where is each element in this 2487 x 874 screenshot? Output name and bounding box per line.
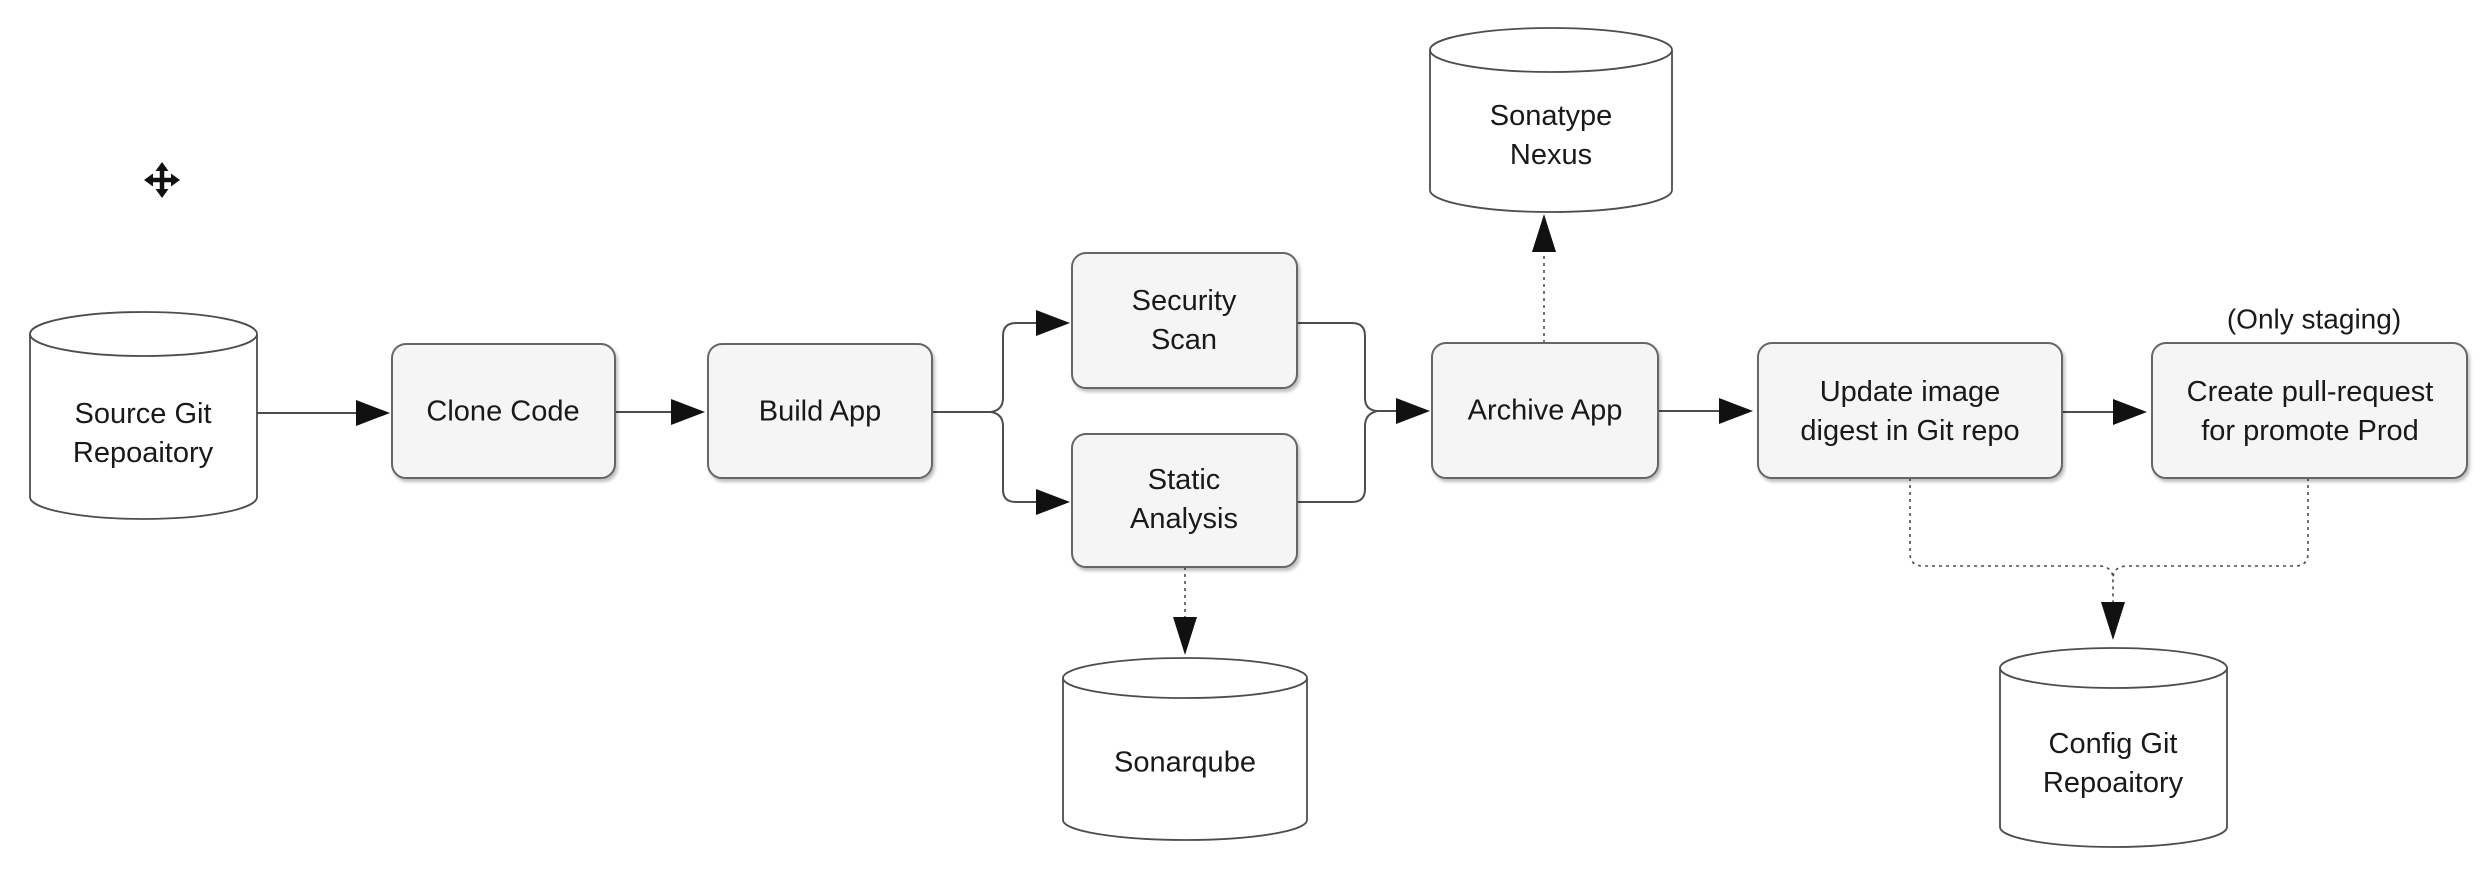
node-sonatype-nexus[interactable]: [1429, 27, 1673, 213]
clone-code-label: Clone Code: [426, 395, 580, 428]
create-pull-request-label: Create pull-request for promote Prod: [2186, 376, 2434, 447]
node-create-pull-request[interactable]: [2151, 342, 2468, 479]
archive-app-label: Archive App: [1467, 394, 1623, 427]
node-sonarqube[interactable]: [1062, 657, 1308, 841]
edge-archive-to-nexus[interactable]: [1532, 214, 1556, 343]
build-app-label: Build App: [758, 395, 882, 428]
edge-archive-to-update[interactable]: [1658, 398, 1753, 424]
edge-update-to-config-git[interactable]: [1909, 478, 2114, 604]
edge-build-split[interactable]: [932, 310, 1070, 515]
source-git-label: Source Git Repoaitory: [72, 398, 214, 469]
edge-static-to-sonarqube[interactable]: [1173, 567, 1197, 655]
config-git-label: Config Git Repoaitory: [2042, 728, 2184, 799]
sonatype-nexus-label: Sonatype Nexus: [1489, 100, 1613, 171]
only-staging-annotation: (Only staging): [2226, 303, 2402, 335]
node-config-git-repository[interactable]: [1999, 647, 2228, 848]
sonarqube-label: Sonarqube: [1114, 746, 1256, 779]
security-scan-label: Security Scan: [1131, 285, 1237, 356]
node-security-scan[interactable]: [1071, 252, 1298, 389]
move-cursor-icon: [144, 162, 180, 198]
static-analysis-label: Static Analysis: [1130, 464, 1238, 535]
node-source-git-repository[interactable]: [29, 311, 258, 520]
edge-source-to-clone[interactable]: [257, 400, 390, 426]
node-archive-app[interactable]: [1431, 342, 1659, 479]
edge-update-to-create-pr[interactable]: [2062, 399, 2147, 425]
node-clone-code[interactable]: [391, 343, 616, 479]
node-build-app[interactable]: [707, 343, 933, 479]
update-image-digest-label: Update image digest in Git repo: [1800, 376, 2020, 447]
edge-clone-to-build[interactable]: [615, 399, 705, 425]
node-update-image-digest[interactable]: [1757, 342, 2063, 479]
node-static-analysis[interactable]: [1071, 433, 1298, 568]
edge-merge-to-archive[interactable]: [1297, 322, 1430, 503]
edge-create-pr-to-config-git[interactable]: [2101, 478, 2309, 640]
